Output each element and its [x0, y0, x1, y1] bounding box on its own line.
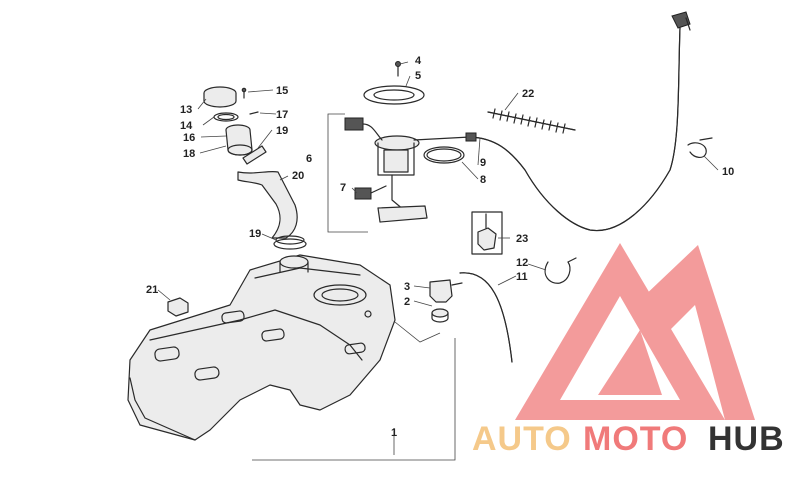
- fuel-pump-assembly: [327, 61, 471, 233]
- callout-10: 10: [722, 166, 734, 178]
- leader-lines: [157, 61, 719, 461]
- callout-5: 5: [415, 70, 421, 82]
- callout-7: 7: [340, 182, 346, 194]
- watermark-logo: [515, 243, 755, 420]
- part-21-pad: [167, 297, 189, 317]
- callout-13: 13: [180, 104, 192, 116]
- callout-18: 18: [183, 148, 195, 160]
- callout-19-lower: 19: [249, 228, 261, 240]
- watermark-text: AUTO MOTO HUB: [472, 420, 785, 458]
- callout-12: 12: [516, 257, 528, 269]
- callout-labels: 1 2 3 4 5 6 7 8 9 10 11 12 13 14 15 16 1…: [146, 55, 734, 439]
- callout-14: 14: [180, 120, 193, 132]
- callout-2: 2: [404, 296, 410, 308]
- callout-6: 6: [306, 153, 312, 165]
- callout-4: 4: [415, 55, 422, 67]
- hoses-and-lines: [429, 11, 713, 363]
- watermark-moto: MOTO: [583, 420, 688, 458]
- callout-20: 20: [292, 170, 304, 182]
- callout-9: 9: [480, 157, 486, 169]
- callout-11: 11: [516, 271, 528, 283]
- callout-8: 8: [480, 174, 486, 186]
- callout-19-upper: 19: [276, 125, 288, 137]
- callout-17: 17: [276, 109, 288, 121]
- callout-21: 21: [146, 284, 158, 296]
- callout-1: 1: [391, 427, 397, 439]
- watermark-auto: AUTO: [472, 420, 572, 458]
- filler-cap-assembly: [203, 86, 307, 250]
- callout-16: 16: [183, 132, 195, 144]
- callout-15: 15: [276, 85, 288, 97]
- callout-22: 22: [522, 88, 534, 100]
- callout-23: 23: [516, 233, 528, 245]
- fuel-tank: [127, 254, 396, 441]
- watermark-hub: HUB: [708, 420, 785, 458]
- callout-3: 3: [404, 281, 410, 293]
